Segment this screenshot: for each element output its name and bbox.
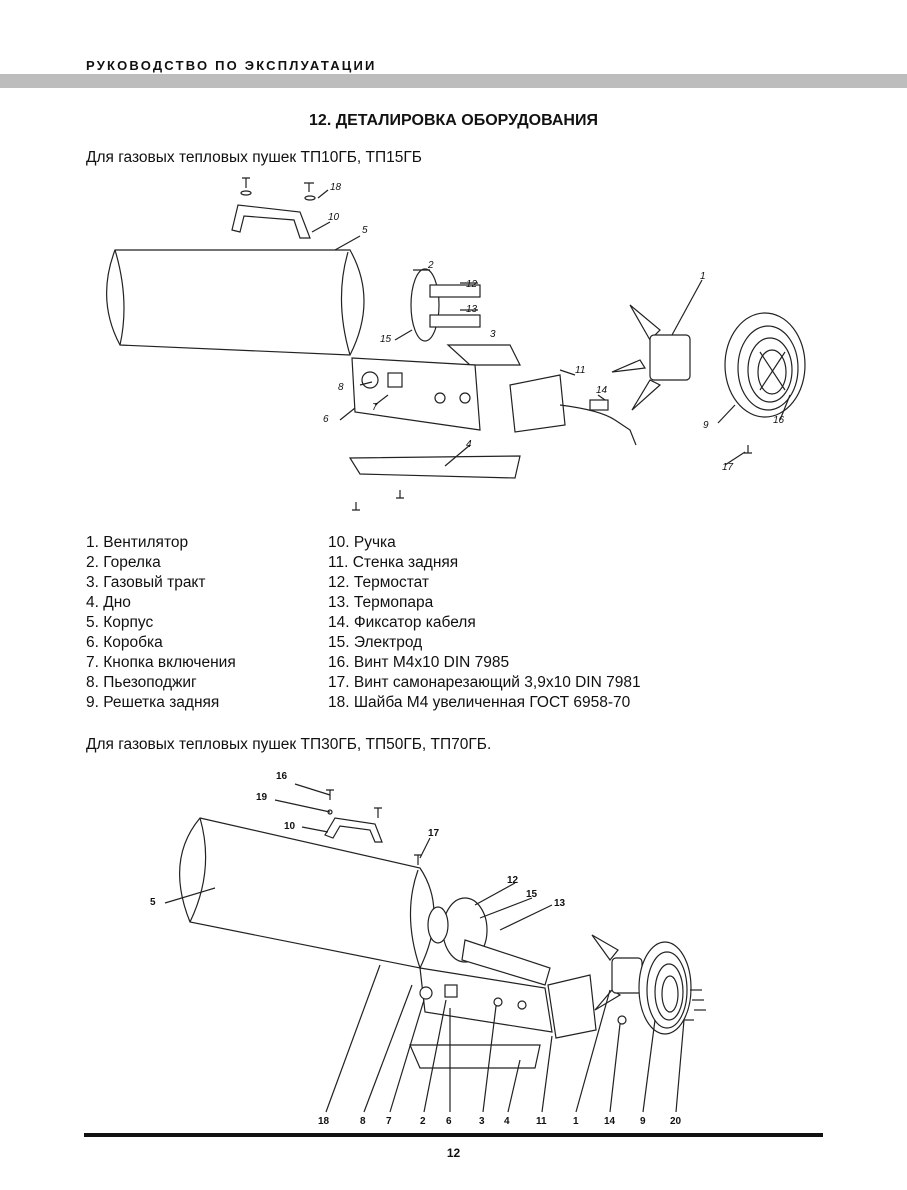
parts-list-left: 1. Вентилятор 2. Горелка 3. Газовый трак… — [86, 533, 236, 713]
callout2-7: 7 — [386, 1116, 392, 1127]
callout2-2: 2 — [420, 1116, 426, 1127]
callout2-16: 16 — [276, 771, 288, 782]
callout-10: 10 — [328, 212, 340, 223]
part-item: 18. Шайба М4 увеличенная ГОСТ 6958-70 — [328, 694, 631, 711]
callout2-15: 15 — [526, 889, 538, 900]
part-item: 6. Коробка — [86, 634, 163, 651]
callout2-17: 17 — [428, 828, 440, 839]
callout-14: 14 — [596, 385, 608, 396]
part-item: 2. Горелка — [86, 554, 161, 571]
part-item: 11. Стенка задняя — [328, 554, 459, 571]
callout2-11: 11 — [536, 1116, 547, 1127]
part-item: 16. Винт М4х10 DIN 7985 — [328, 654, 510, 671]
header-bar — [0, 74, 907, 88]
subtitle-large-models: Для газовых тепловых пушек ТП30ГБ, ТП50Г… — [86, 736, 492, 753]
callout2-5: 5 — [150, 897, 156, 908]
callout-18: 18 — [330, 182, 342, 193]
part-item: 5. Корпус — [86, 614, 154, 631]
part-item: 3. Газовый тракт — [86, 574, 206, 591]
part-item: 9. Решетка задняя — [86, 694, 220, 711]
callout-9: 9 — [703, 420, 709, 431]
part-item: 15. Электрод — [328, 634, 423, 651]
part-item: 1. Вентилятор — [86, 534, 189, 551]
callout-16: 16 — [773, 415, 785, 426]
part-item: 13. Термопара — [328, 594, 434, 611]
callout2-18: 18 — [318, 1116, 330, 1127]
callout-1: 1 — [700, 271, 706, 282]
document-header: РУКОВОДСТВО ПО ЭКСПЛУАТАЦИИ — [86, 58, 377, 73]
callout2-8: 8 — [360, 1116, 366, 1127]
parts-list-right: 10. Ручка 11. Стенка задняя 12. Термоста… — [328, 533, 641, 713]
callout-11: 11 — [575, 365, 585, 376]
callout2-3: 3 — [479, 1116, 485, 1127]
part-item: 10. Ручка — [328, 534, 396, 551]
callout-8: 8 — [338, 382, 344, 393]
part-item: 12. Термостат — [328, 574, 430, 591]
part-item: 17. Винт самонарезающий 3,9х10 DIN 7981 — [328, 674, 641, 691]
callout2-6: 6 — [446, 1116, 452, 1127]
callout-2: 2 — [427, 260, 434, 271]
callout-4: 4 — [466, 439, 472, 450]
callout-5: 5 — [362, 225, 368, 236]
callout2-9: 9 — [640, 1116, 646, 1127]
callout-15: 15 — [380, 334, 392, 345]
callout-12: 12 — [466, 279, 478, 290]
part-item: 4. Дно — [86, 594, 131, 611]
callout-17: 17 — [722, 462, 734, 473]
callout-3: 3 — [490, 329, 496, 340]
callout2-12: 12 — [507, 875, 519, 886]
part-item: 8. Пьезоподжиг — [86, 674, 197, 691]
page-number: 12 — [446, 1146, 461, 1160]
callout-7: 7 — [372, 402, 378, 413]
section-title: 12. ДЕТАЛИРОВКА ОБОРУДОВАНИЯ — [309, 112, 598, 129]
callout2-4: 4 — [504, 1116, 510, 1127]
callout-13: 13 — [466, 304, 478, 315]
callout2-19: 19 — [256, 792, 268, 803]
part-item: 7. Кнопка включения — [86, 654, 236, 671]
callout2-1: 1 — [573, 1116, 579, 1127]
callout-6: 6 — [323, 414, 329, 425]
callout2-14: 14 — [604, 1116, 616, 1127]
part-item: 14. Фиксатор кабеля — [328, 614, 476, 631]
callout2-10: 10 — [284, 821, 296, 832]
subtitle-small-models: Для газовых тепловых пушек ТП10ГБ, ТП15Г… — [86, 149, 422, 166]
callout2-13: 13 — [554, 898, 566, 909]
callout2-20: 20 — [670, 1116, 682, 1127]
footer-rule — [84, 1133, 823, 1137]
